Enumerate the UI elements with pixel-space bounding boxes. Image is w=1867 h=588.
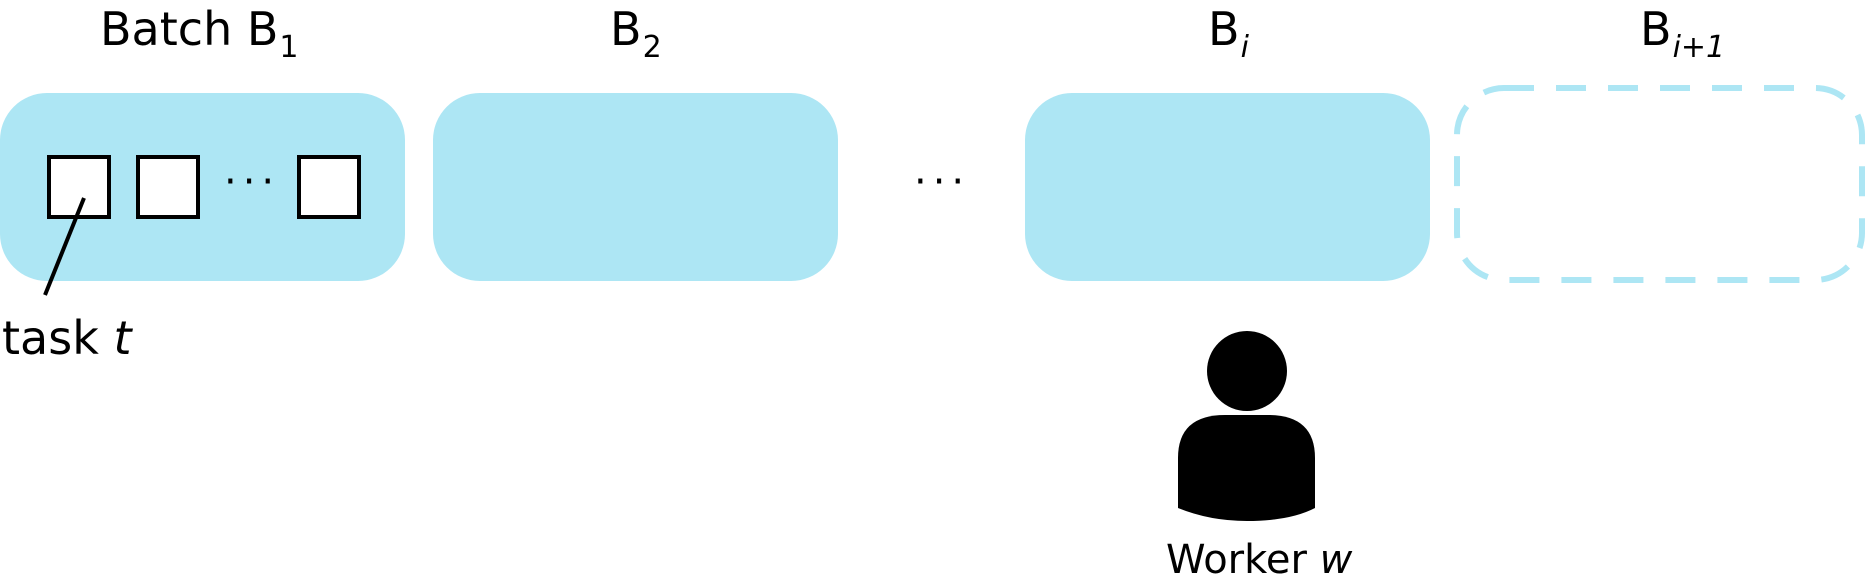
task-ellipsis: ··· xyxy=(224,159,281,205)
worker-label: Worker w xyxy=(1166,540,1352,580)
batch-2-label-main: B xyxy=(610,2,642,56)
person-body xyxy=(1178,415,1315,521)
batch-i-box xyxy=(1025,93,1430,281)
batch-1-label-main: Batch B xyxy=(100,2,279,56)
worker-label-variable: w xyxy=(1319,537,1353,583)
batch-next-label-main: B xyxy=(1640,2,1672,56)
person-head xyxy=(1207,331,1287,411)
batch-next-label-subscript: i+1 xyxy=(1672,30,1726,65)
batch-next-label: Bi+1 xyxy=(1640,6,1725,63)
task-box-last xyxy=(297,155,361,219)
task-label-variable: t xyxy=(113,311,132,365)
person-icon xyxy=(1178,331,1315,521)
batch-1-label: Batch B1 xyxy=(100,6,299,63)
batch-ellipsis: ··· xyxy=(914,159,971,205)
task-label: task t xyxy=(2,315,132,361)
task-label-word: task xyxy=(2,311,114,365)
task-pointer-line xyxy=(43,197,86,296)
batch-i-label: Bi xyxy=(1208,6,1249,63)
batch-2-box xyxy=(433,93,838,281)
batch-2-label: B2 xyxy=(610,6,662,63)
pending-batch-outline xyxy=(1454,85,1865,283)
batch-i-label-main: B xyxy=(1208,2,1240,56)
task-box-2 xyxy=(136,155,200,219)
worker-label-word: Worker xyxy=(1166,537,1320,583)
batch-i-label-subscript: i xyxy=(1240,30,1249,65)
batch-1-label-subscript: 1 xyxy=(279,30,299,65)
batch-2-label-subscript: 2 xyxy=(642,30,662,65)
